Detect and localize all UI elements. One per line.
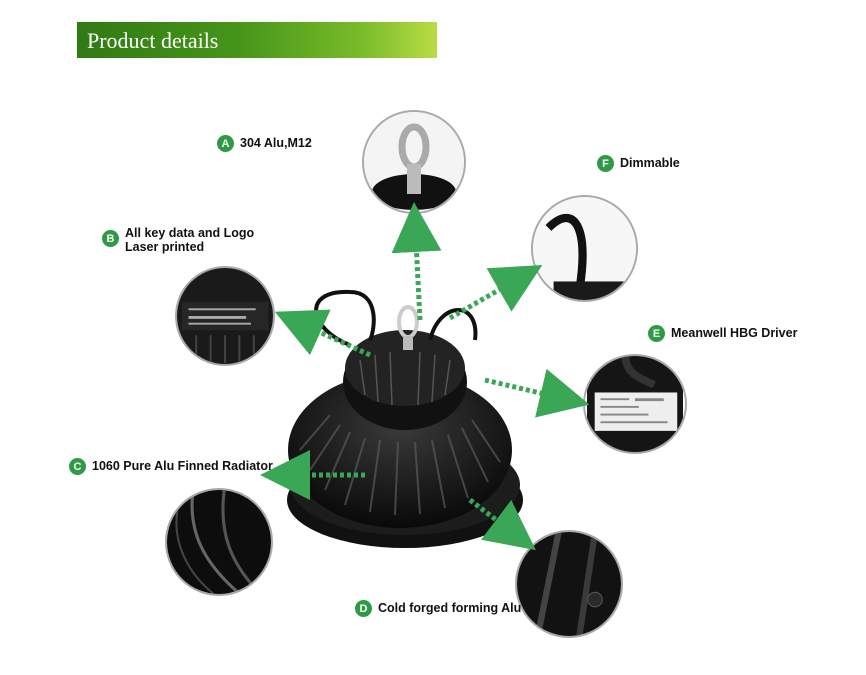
section-title: Product details [87,28,219,53]
detail-cable [531,195,638,302]
callout-e: E Meanwell HBG Driver [648,325,798,342]
callout-e-label: Meanwell HBG Driver [671,326,798,340]
callout-f-label: Dimmable [620,156,680,170]
badge-d: D [355,600,372,617]
callout-d: D Cold forged forming Alu [355,600,522,617]
badge-e: E [648,325,665,342]
detail-eye-bolt [362,110,466,214]
badge-c: C [69,458,86,475]
detail-driver-label [583,354,687,454]
callout-f: F Dimmable [597,155,680,172]
detail-laser-print [175,266,275,366]
callout-a: A 304 Alu,M12 [217,135,312,152]
detail-radiator [165,488,273,596]
badge-a: A [217,135,234,152]
callout-b-label: All key data and Logo Laser printed [125,226,255,254]
badge-b: B [102,230,119,247]
callout-b: B All key data and Logo Laser printed [102,226,254,254]
callout-d-label: Cold forged forming Alu [378,601,522,615]
callout-c: C 1060 Pure Alu Finned Radiator [69,458,273,475]
callout-a-label: 304 Alu,M12 [240,136,312,150]
callout-c-label: 1060 Pure Alu Finned Radiator [92,459,273,473]
detail-cold-forged [515,530,623,638]
badge-f: F [597,155,614,172]
section-title-banner: Product details [77,22,437,58]
